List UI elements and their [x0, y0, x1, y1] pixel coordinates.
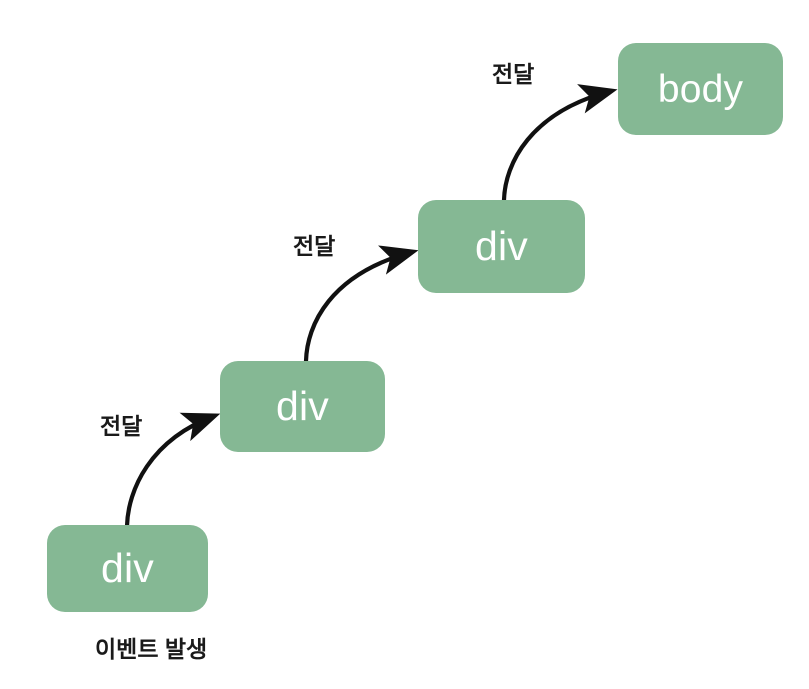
node-label: body [657, 67, 744, 111]
node-label: div [275, 383, 329, 429]
edge-label-transfer-1: 전달 [100, 413, 143, 439]
edge-arrow-3 [501, 84, 618, 203]
edge-label-transfer-3: 전달 [492, 61, 535, 87]
edge-label-transfer-2: 전달 [293, 233, 336, 259]
node-body[interactable]: body [618, 43, 783, 135]
node-div-mid1[interactable]: div [220, 361, 385, 452]
node-div-source[interactable]: div [47, 525, 208, 612]
node-label: div [100, 545, 154, 591]
node-div-mid2[interactable]: div [418, 200, 585, 293]
edge-arrow-2 [303, 245, 419, 364]
node-label: div [474, 223, 528, 269]
event-origin-caption: 이벤트 발생 [95, 636, 208, 662]
